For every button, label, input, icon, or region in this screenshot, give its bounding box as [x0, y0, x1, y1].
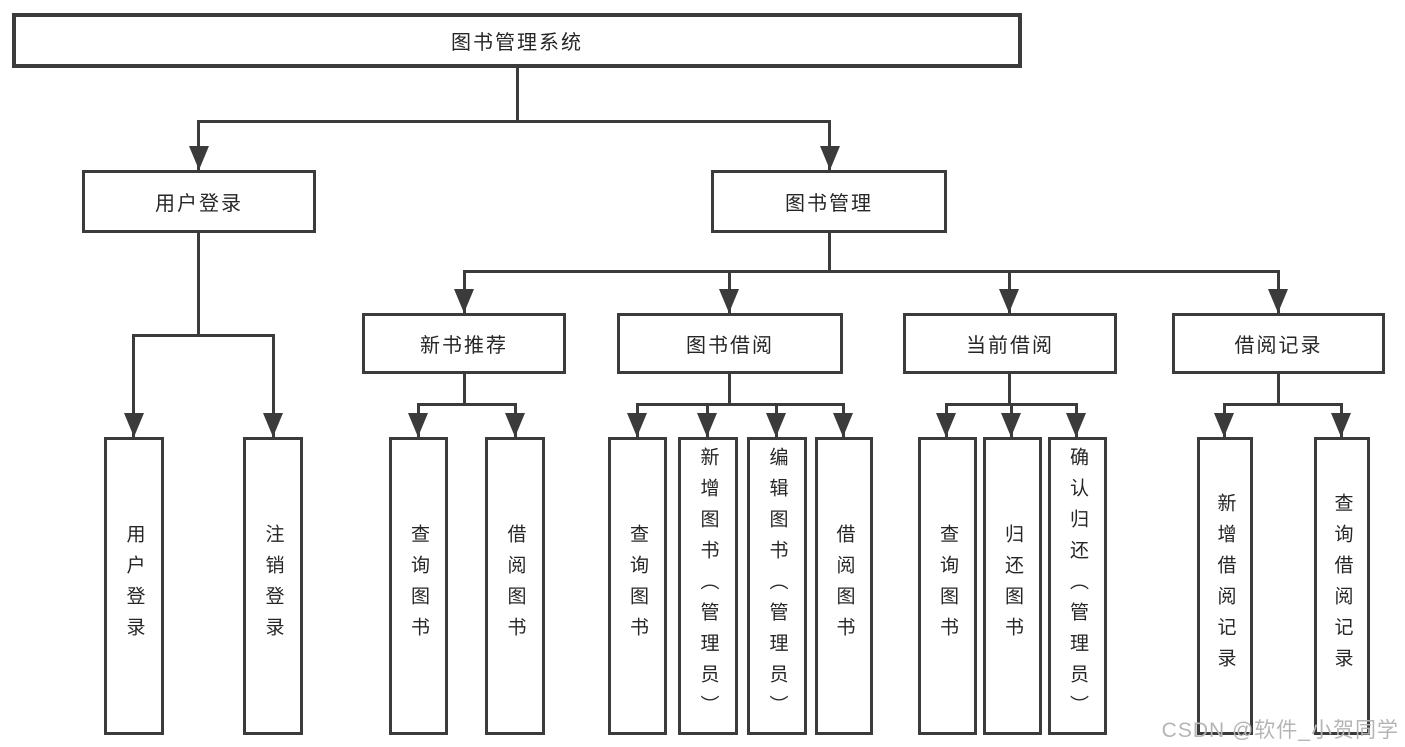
connector-line	[1277, 374, 1280, 406]
leaf-query-books-label: 查询图书	[937, 524, 958, 648]
leaf-add-borrow-record: 新增借阅记录	[1197, 437, 1253, 735]
connector-line	[197, 233, 200, 337]
connector-line	[417, 403, 517, 406]
leaf-return-books: 归还图书	[983, 437, 1042, 735]
leaf-query-borrow-record: 查询借阅记录	[1314, 437, 1370, 735]
arrow-down-icon	[1001, 413, 1021, 437]
arrow-down-icon	[124, 413, 144, 437]
arrow-down-icon	[505, 413, 525, 437]
arrow-down-icon	[263, 413, 283, 437]
connector-line	[828, 120, 831, 170]
leaf-add-borrow-record-label: 新增借阅记录	[1214, 493, 1236, 679]
connector-line	[132, 334, 135, 437]
node-root: 图书管理系统	[12, 13, 1022, 68]
arrow-down-icon	[719, 289, 739, 313]
node-current-borrow-label: 当前借阅	[966, 335, 1054, 357]
arrow-down-icon	[454, 289, 474, 313]
connector-line	[463, 374, 466, 406]
leaf-query-books-label: 查询图书	[408, 524, 429, 648]
connector-line	[828, 233, 831, 273]
connector-line	[1008, 374, 1011, 406]
arrow-down-icon	[766, 413, 786, 437]
leaf-query-books-under-current-borrow: 查询图书	[918, 437, 977, 735]
connector-line	[197, 120, 200, 170]
leaf-query-books-under-new-book-rec: 查询图书	[389, 437, 448, 735]
node-borrow-records: 借阅记录	[1172, 313, 1385, 374]
leaf-borrow-books-label: 借阅图书	[504, 524, 526, 648]
leaf-add-books-admin: 新增图书（管理员）	[678, 437, 738, 735]
connector-line	[132, 334, 275, 337]
leaf-edit-books-admin-label: 编辑图书（管理员）	[766, 446, 788, 726]
node-new-book-rec: 新书推荐	[362, 313, 566, 374]
arrow-down-icon	[999, 289, 1019, 313]
leaf-borrow-books-under-new-book-rec: 借阅图书	[485, 437, 545, 735]
node-user-login-label: 用户登录	[155, 193, 243, 215]
connector-line	[1223, 403, 1343, 406]
leaf-user-login: 用户登录	[104, 437, 164, 735]
arrow-down-icon	[1331, 413, 1351, 437]
arrow-down-icon	[697, 413, 717, 437]
leaf-borrow-books-label: 借阅图书	[833, 524, 855, 648]
connector-line	[197, 120, 831, 123]
node-book-mgmt-label: 图书管理	[785, 193, 873, 215]
leaf-logout-label: 注销登录	[262, 524, 284, 648]
leaf-user-login-label: 用户登录	[123, 524, 145, 648]
arrow-down-icon	[1268, 289, 1288, 313]
connector-line	[516, 68, 519, 122]
connector-line	[728, 374, 731, 406]
node-user-login: 用户登录	[82, 170, 316, 233]
connector-line	[463, 270, 1280, 273]
leaf-borrow-books-under-book-borrow: 借阅图书	[815, 437, 873, 735]
node-current-borrow: 当前借阅	[903, 313, 1117, 374]
arrow-down-icon	[936, 413, 956, 437]
leaf-logout: 注销登录	[243, 437, 303, 735]
leaf-query-books-under-book-borrow: 查询图书	[608, 437, 667, 735]
arrow-down-icon	[189, 146, 209, 170]
node-book-borrow: 图书借阅	[617, 313, 843, 374]
node-borrow-records-label: 借阅记录	[1234, 335, 1323, 357]
leaf-query-books-label: 查询图书	[627, 524, 648, 648]
arrow-down-icon	[627, 413, 647, 437]
node-book-mgmt: 图书管理	[711, 170, 947, 233]
connector-line	[272, 334, 275, 437]
leaf-query-borrow-record-label: 查询借阅记录	[1331, 493, 1353, 679]
arrow-down-icon	[820, 146, 840, 170]
leaf-add-books-admin-label: 新增图书（管理员）	[697, 446, 719, 726]
leaf-confirm-return-admin: 确认归还（管理员）	[1048, 437, 1107, 735]
arrow-down-icon	[1214, 413, 1234, 437]
leaf-edit-books-admin: 编辑图书（管理员）	[747, 437, 807, 735]
arrow-down-icon	[833, 413, 853, 437]
connector-line	[636, 403, 845, 406]
node-new-book-rec-label: 新书推荐	[420, 335, 508, 357]
arrow-down-icon	[1066, 413, 1086, 437]
leaf-return-books-label: 归还图书	[1002, 524, 1023, 648]
node-book-borrow-label: 图书借阅	[686, 335, 774, 357]
csdn-watermark: CSDN @软件_小贺同学	[1161, 719, 1399, 742]
arrow-down-icon	[408, 413, 428, 437]
leaf-confirm-return-admin-label: 确认归还（管理员）	[1067, 446, 1088, 726]
node-root-label: 图书管理系统	[451, 32, 583, 54]
